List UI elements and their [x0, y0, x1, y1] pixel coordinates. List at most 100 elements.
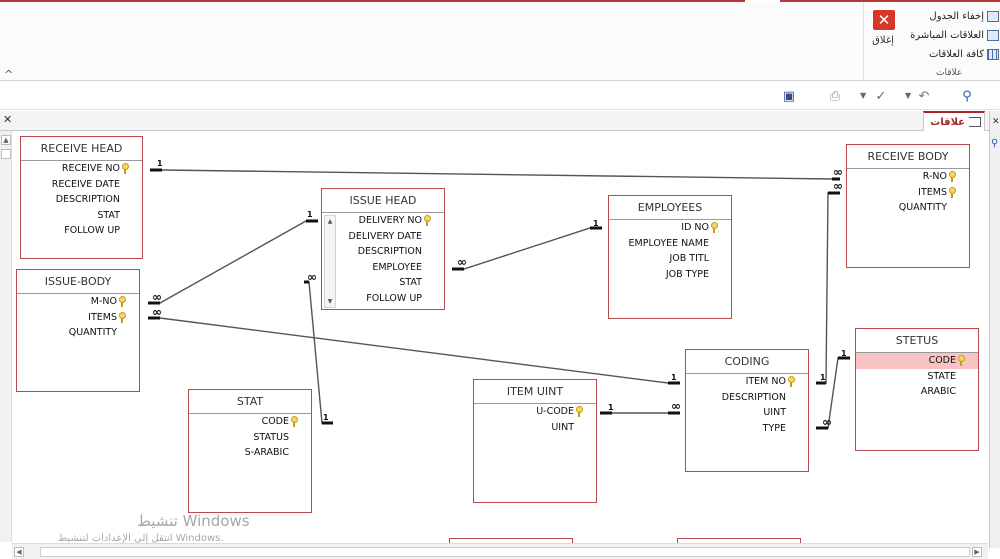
field[interactable]: JOB TYPE: [609, 267, 731, 283]
hide-table-button[interactable]: إخفاء الجدول: [929, 8, 999, 24]
field[interactable]: STAT: [322, 275, 444, 291]
close-pane-icon[interactable]: ✕: [992, 117, 1000, 127]
field[interactable]: DELIVERY NO: [322, 213, 444, 229]
field[interactable]: RECEIVE NO: [21, 161, 142, 177]
horizontal-scrollbar[interactable]: ◀ ▶: [12, 543, 988, 559]
field[interactable]: RECEIVE DATE: [21, 177, 142, 193]
field-selected[interactable]: CODE: [856, 353, 978, 369]
field[interactable]: EMPLOYEE: [322, 260, 444, 276]
field-label: ID NO: [681, 222, 709, 233]
table-partial[interactable]: [677, 538, 801, 543]
primary-key-icon: [710, 222, 718, 233]
table-issue-body[interactable]: ISSUE-BODY M-NO ITEMS QUANTITY: [16, 269, 140, 392]
table-title: CODING: [686, 350, 808, 374]
primary-key-icon: [948, 186, 956, 198]
search-icon[interactable]: ⚲: [962, 88, 972, 104]
field[interactable]: QUANTITY: [847, 200, 969, 216]
primary-key-icon: [787, 376, 795, 387]
field-label: JOB TITL: [669, 253, 709, 264]
table-item-uint[interactable]: ITEM UINT U-CODE UINT: [473, 379, 597, 503]
table-title: ITEM UINT: [474, 380, 596, 404]
field-list: ▲▼ DELIVERY NO DELIVERY DATE DESCRIPTION…: [322, 213, 444, 308]
field-label: R-NO: [922, 171, 947, 182]
field[interactable]: JOB TITL: [609, 251, 731, 267]
field[interactable]: M-NO: [17, 294, 139, 310]
field[interactable]: DELIVERY DATE: [322, 229, 444, 245]
field[interactable]: ITEM NO: [686, 374, 808, 390]
field[interactable]: QUANTITY: [17, 325, 139, 341]
field[interactable]: CODE: [189, 414, 311, 430]
chevron-down-icon[interactable]: ▼: [905, 91, 912, 100]
field-label: CODE: [928, 355, 956, 366]
close-pane-icon[interactable]: ✕: [3, 113, 13, 126]
field[interactable]: ID NO: [609, 220, 731, 236]
scroll-down-icon[interactable]: ▼: [327, 298, 333, 305]
field[interactable]: FOLLOW UP: [322, 291, 444, 307]
field-list: CODE STATUS S-ARABIC: [189, 414, 311, 461]
table-title: ISSUE-BODY: [17, 270, 139, 294]
primary-key-icon: [118, 296, 126, 307]
field-list: U-CODE UINT: [474, 404, 596, 435]
field[interactable]: ITEMS: [17, 310, 139, 326]
scroll-up-icon[interactable]: ▲: [327, 218, 333, 225]
table-title: STAT: [189, 390, 311, 414]
table-receive-head[interactable]: RECEIVE HEAD RECEIVE NO RECEIVE DATE DES…: [20, 136, 143, 259]
field-label: STAT: [399, 277, 422, 288]
field[interactable]: UINT: [474, 420, 596, 436]
field-label: FOLLOW UP: [366, 292, 422, 304]
scroll-right-icon[interactable]: ▶: [972, 547, 982, 557]
scroll-up-icon[interactable]: ▲: [1, 135, 11, 145]
field-label: M-NO: [90, 296, 117, 307]
field-label: ARABIC: [920, 386, 956, 397]
field[interactable]: R-NO: [847, 169, 969, 185]
scroll-thumb[interactable]: [40, 547, 970, 557]
primary-key-icon: [948, 171, 956, 182]
field-label: RECEIVE DATE: [51, 178, 120, 190]
field-scrollbar[interactable]: ▲▼: [324, 215, 336, 308]
field[interactable]: ITEMS: [847, 185, 969, 201]
field[interactable]: TYPE: [686, 421, 808, 437]
table-stat[interactable]: STAT CODE STATUS S-ARABIC: [188, 389, 312, 513]
field[interactable]: ARABIC: [856, 384, 978, 400]
scroll-thumb[interactable]: [1, 149, 11, 159]
field[interactable]: STATUS: [189, 430, 311, 446]
table-coding[interactable]: CODING ITEM NO DESCRIPTION UINT TYPE: [685, 349, 809, 472]
field[interactable]: STATE: [856, 369, 978, 385]
chevron-down-icon[interactable]: ▼: [860, 91, 867, 100]
vertical-scrollbar[interactable]: ▲: [0, 131, 12, 542]
field-list: RECEIVE NO RECEIVE DATE DESCRIPTION STAT…: [21, 161, 142, 239]
field[interactable]: STAT: [21, 208, 142, 224]
quick-access-toolbar: ▣ ⎙ ▼ ✓ ▼ ↶ ⚲: [0, 82, 1000, 110]
field-label: EMPLOYEE NAME: [628, 237, 709, 249]
field-label: EMPLOYEE: [372, 261, 422, 273]
field[interactable]: FOLLOW UP: [21, 223, 142, 239]
spelling-icon[interactable]: ✓: [875, 88, 887, 104]
tab-relationships[interactable]: علاقات: [923, 111, 985, 131]
hide-table-icon: [987, 10, 999, 22]
field[interactable]: EMPLOYEE NAME: [609, 236, 731, 252]
direct-relationships-button[interactable]: العلاقات المباشرة: [910, 27, 999, 43]
field-list: ITEM NO DESCRIPTION UINT TYPE: [686, 374, 808, 436]
field[interactable]: DESCRIPTION: [686, 390, 808, 406]
field[interactable]: S-ARABIC: [189, 445, 311, 461]
field[interactable]: DESCRIPTION: [322, 244, 444, 260]
field[interactable]: UINT: [686, 405, 808, 421]
table-partial[interactable]: [449, 538, 573, 543]
close-button-label[interactable]: إغلاق: [872, 35, 894, 46]
table-issue-head[interactable]: ISSUE HEAD ▲▼ DELIVERY NO DELIVERY DATE …: [321, 188, 445, 310]
table-title: RECEIVE HEAD: [21, 137, 142, 161]
collapse-ribbon-icon[interactable]: ^: [4, 68, 14, 81]
all-relationships-button[interactable]: كافة العلاقات: [929, 46, 999, 62]
print-preview-icon[interactable]: ⎙: [829, 88, 841, 104]
save-icon[interactable]: ▣: [782, 88, 796, 104]
undo-icon[interactable]: ↶: [918, 88, 930, 104]
table-stetus[interactable]: STETUS CODE STATE ARABIC: [855, 328, 979, 451]
close-icon[interactable]: ✕: [873, 10, 895, 30]
table-receive-body[interactable]: RECEIVE BODY R-NO ITEMS QUANTITY: [846, 144, 970, 268]
table-employees[interactable]: EMPLOYEES ID NO EMPLOYEE NAME JOB TITL J…: [608, 195, 732, 319]
search-icon[interactable]: ⚲: [991, 138, 999, 149]
scroll-left-icon[interactable]: ◀: [14, 547, 24, 557]
field[interactable]: DESCRIPTION: [21, 192, 142, 208]
field-label: STAT: [97, 209, 120, 221]
field[interactable]: U-CODE: [474, 404, 596, 420]
